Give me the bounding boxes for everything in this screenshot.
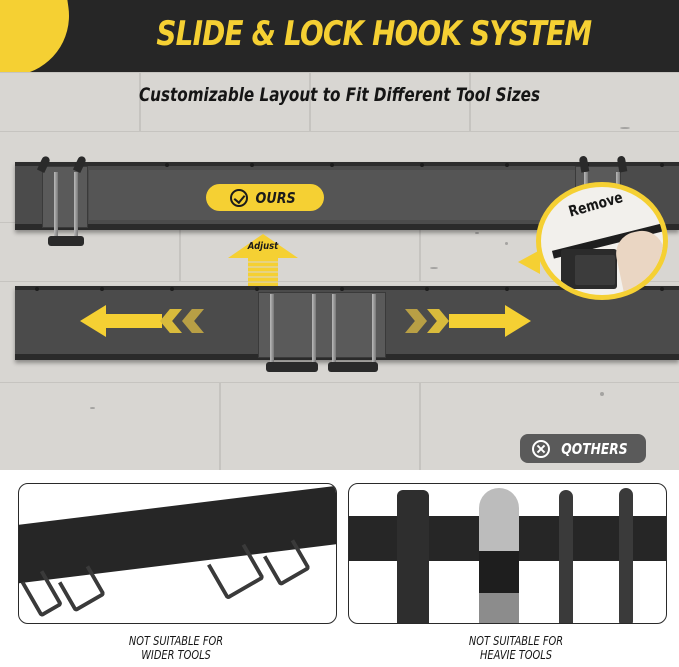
hook-tip	[578, 155, 590, 173]
callout-pointer	[518, 250, 540, 274]
wall-tile	[0, 72, 140, 132]
hook-plate	[258, 292, 386, 358]
slide-left-arrow	[80, 305, 230, 337]
arrow-left-icon	[80, 305, 106, 337]
wall-tile	[180, 222, 420, 282]
adjust-label: Adjust	[247, 241, 279, 252]
rail-bolt	[100, 287, 104, 291]
arrow-up-icon	[228, 234, 298, 258]
wall-tile	[420, 382, 679, 470]
caption-heavy-tools: NOT SUITABLE FOR HEAVIE TOOLS	[418, 634, 615, 662]
wall-tile	[470, 72, 679, 132]
x-circle-icon	[531, 439, 550, 458]
rail-bolt	[170, 287, 174, 291]
chevron-left-icon	[160, 309, 182, 333]
wall-tile	[140, 72, 310, 132]
rail-bolt	[660, 163, 664, 167]
chevron-left-icon	[182, 309, 204, 333]
page-title: SLIDE & LOCK HOOK SYSTEM	[156, 14, 592, 54]
arrow-shaft	[449, 314, 507, 328]
hook-foot	[48, 236, 84, 246]
caption-line: NOT SUITABLE FOR	[128, 634, 224, 648]
wall-speck	[505, 242, 508, 245]
hose-loop	[619, 488, 633, 623]
hook-arm	[312, 294, 316, 368]
chevron-right-icon	[427, 309, 449, 333]
comparison-panel-wider-tools	[18, 483, 337, 624]
hook-arm	[74, 172, 78, 242]
hook-arm	[332, 294, 336, 368]
rail-bolt	[425, 287, 429, 291]
top-rail	[15, 162, 679, 230]
hook-plate	[42, 166, 88, 228]
hook-arm	[372, 294, 376, 368]
caption-line: HEAVIE TOOLS	[479, 648, 553, 662]
wall-speck	[430, 267, 438, 269]
hook-arm	[270, 294, 274, 368]
ours-badge-label: OURS	[255, 188, 297, 207]
slide-right-arrow	[405, 305, 555, 337]
arrow-stem	[248, 258, 278, 290]
others-badge-label: QOTHERS	[560, 439, 628, 458]
caption-wider-tools: NOT SUITABLE FOR WIDER TOOLS	[78, 634, 275, 662]
comparison-panel-heavy-tools	[348, 483, 667, 624]
hook-foot	[266, 362, 318, 372]
wall-tile	[0, 382, 220, 470]
remove-callout: Remove	[536, 182, 668, 300]
rail-bolt	[420, 163, 424, 167]
hose-loop	[559, 490, 573, 623]
rail-bolt	[505, 163, 509, 167]
caption-line: NOT SUITABLE FOR	[468, 634, 564, 648]
hook-arm	[54, 172, 58, 242]
remove-label: Remove	[566, 188, 625, 221]
yellow-accent-shape	[0, 0, 77, 72]
rail-bolt	[505, 287, 509, 291]
adjust-arrow: Adjust	[228, 234, 298, 290]
arrow-shaft	[104, 314, 162, 328]
rail-bolt	[340, 287, 344, 291]
ours-badge: OURS	[206, 184, 324, 211]
rail-bolt	[250, 163, 254, 167]
wall-speck	[620, 127, 630, 129]
chevron-right-icon	[405, 309, 427, 333]
wall-tile	[310, 72, 470, 132]
wall-speck	[475, 232, 479, 234]
hook-foot	[328, 362, 378, 372]
wall-speck	[90, 407, 95, 409]
subtitle: Customizable Layout to Fit Different Too…	[138, 84, 541, 106]
caption-line: WIDER TOOLS	[141, 648, 211, 662]
header-banner: SLIDE & LOCK HOOK SYSTEM	[0, 0, 679, 72]
rail-channel	[89, 170, 605, 220]
wall-tile	[0, 222, 180, 282]
wall-tile	[220, 382, 420, 470]
arrow-right-icon	[505, 305, 531, 337]
hook-tip	[616, 155, 628, 173]
rail-bolt	[330, 163, 334, 167]
others-badge: QOTHERS	[520, 434, 646, 463]
hook-block-face	[575, 255, 615, 285]
rail-bolt	[255, 287, 259, 291]
wall-speck	[600, 392, 604, 396]
rail-bolt	[35, 287, 39, 291]
tool-handle-wrapped	[397, 490, 429, 623]
rail-bolt	[165, 163, 169, 167]
tool-handle-grip	[479, 488, 519, 623]
check-circle-icon	[230, 188, 249, 207]
